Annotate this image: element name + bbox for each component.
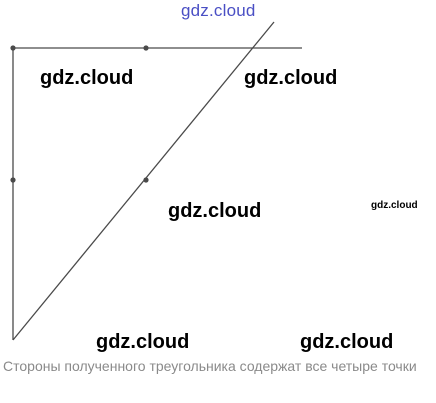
point-left-middle bbox=[10, 177, 16, 183]
point-top-left bbox=[10, 45, 16, 51]
watermark-text: gdz.cloud bbox=[300, 331, 394, 353]
watermark-text: gdz.cloud bbox=[40, 67, 134, 89]
watermark-text: gdz.cloud bbox=[168, 200, 262, 222]
point-top-middle bbox=[143, 45, 149, 51]
watermark-header: gdz.cloud bbox=[181, 1, 256, 20]
caption-text: Стороны полученного треугольника содержа… bbox=[3, 358, 417, 374]
watermark-text: gdz.cloud bbox=[96, 331, 190, 353]
watermark-text-small: gdz.cloud bbox=[371, 200, 418, 211]
point-diagonal-middle bbox=[143, 177, 149, 183]
watermark-text: gdz.cloud bbox=[244, 67, 338, 89]
diagonal-segment bbox=[12, 21, 275, 341]
